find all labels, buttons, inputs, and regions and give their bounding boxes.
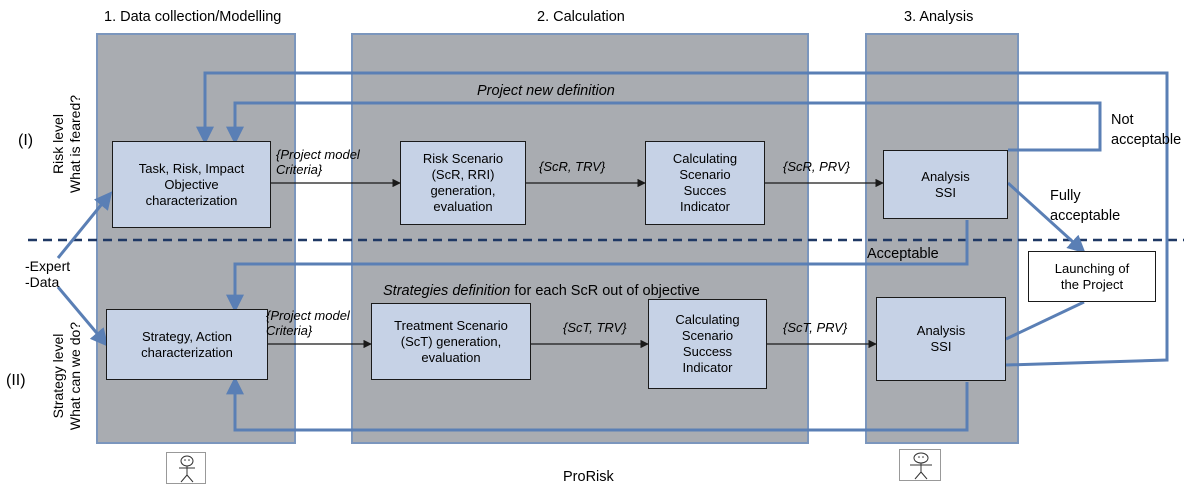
level-two-marker: (II) (6, 372, 26, 389)
task-risk-impact-box: Task, Risk, Impact Objective characteriz… (112, 141, 271, 228)
strategy-level-label: Strategy level What can we do? (50, 321, 83, 431)
loop-label-strategies-definition: Strategies definition for each ScR out o… (383, 269, 700, 299)
phase-header-3: 3. Analysis (904, 9, 974, 25)
loop-label-not-acceptable: Not acceptable (1111, 112, 1182, 148)
phase-header-2: 2. Calculation (537, 9, 625, 25)
loop-outer-redefinition (196, 71, 1169, 367)
strategy-action-box: Strategy, Action characterization (106, 309, 268, 380)
level-one-marker: (I) (18, 132, 34, 149)
loop-label-fully-acceptable: Fully acceptable (1050, 188, 1121, 224)
strategies-definition-rest: for each ScR out of objective (510, 283, 700, 299)
launching-project-box: Launching of the Project (1028, 251, 1156, 302)
analysis-ssi-bottom-box: Analysis SSI (876, 297, 1006, 381)
loop-strategy-feedback (226, 376, 969, 432)
risk-level-label: Risk level What is feared? (50, 94, 83, 194)
flow-label-scr-trv: {ScR, TRV} (539, 159, 606, 174)
line-analysis-to-launch (1005, 300, 1085, 341)
treatment-scenario-box: Treatment Scenario (ScT) generation, eva… (371, 303, 531, 380)
loop-strategies-definition (226, 220, 969, 313)
arrow-input-to-strategy (56, 286, 109, 347)
strategies-definition-italic: Strategies definition (383, 283, 511, 299)
loop-label-project-new-definition: Project new definition (477, 83, 615, 99)
phase-header-1: 1. Data collection/Modelling (104, 9, 282, 25)
arrow-input-to-task (56, 191, 113, 259)
calculating-succes-indicator-box: Calculating Scenario Succes Indicator (645, 141, 765, 225)
loop-label-acceptable: Acceptable (867, 246, 939, 262)
flow-label-sct-trv: {ScT, TRV} (563, 320, 627, 335)
analysis-ssi-top-box: Analysis SSI (883, 150, 1008, 219)
inputs-label: -Expert -Data (25, 258, 71, 290)
flow-label-project-model-bottom: {Project model Criteria} (266, 308, 350, 338)
footer-prorisk: ProRisk (563, 469, 614, 485)
expert-actor-icon (166, 452, 206, 484)
loop-project-new-definition (226, 101, 1102, 152)
arrow-fully-acceptable (1006, 181, 1086, 254)
analyst-actor-icon (899, 449, 941, 481)
flow-label-sct-prv: {ScT, PRV} (783, 320, 848, 335)
calculating-success-indicator-box: Calculating Scenario Success Indicator (648, 299, 767, 389)
risk-scenario-box: Risk Scenario (ScR, RRI) generation, eva… (400, 141, 526, 225)
flow-label-scr-prv: {ScR, PRV} (783, 159, 850, 174)
flow-label-project-model-top: {Project model Criteria} (276, 147, 360, 177)
